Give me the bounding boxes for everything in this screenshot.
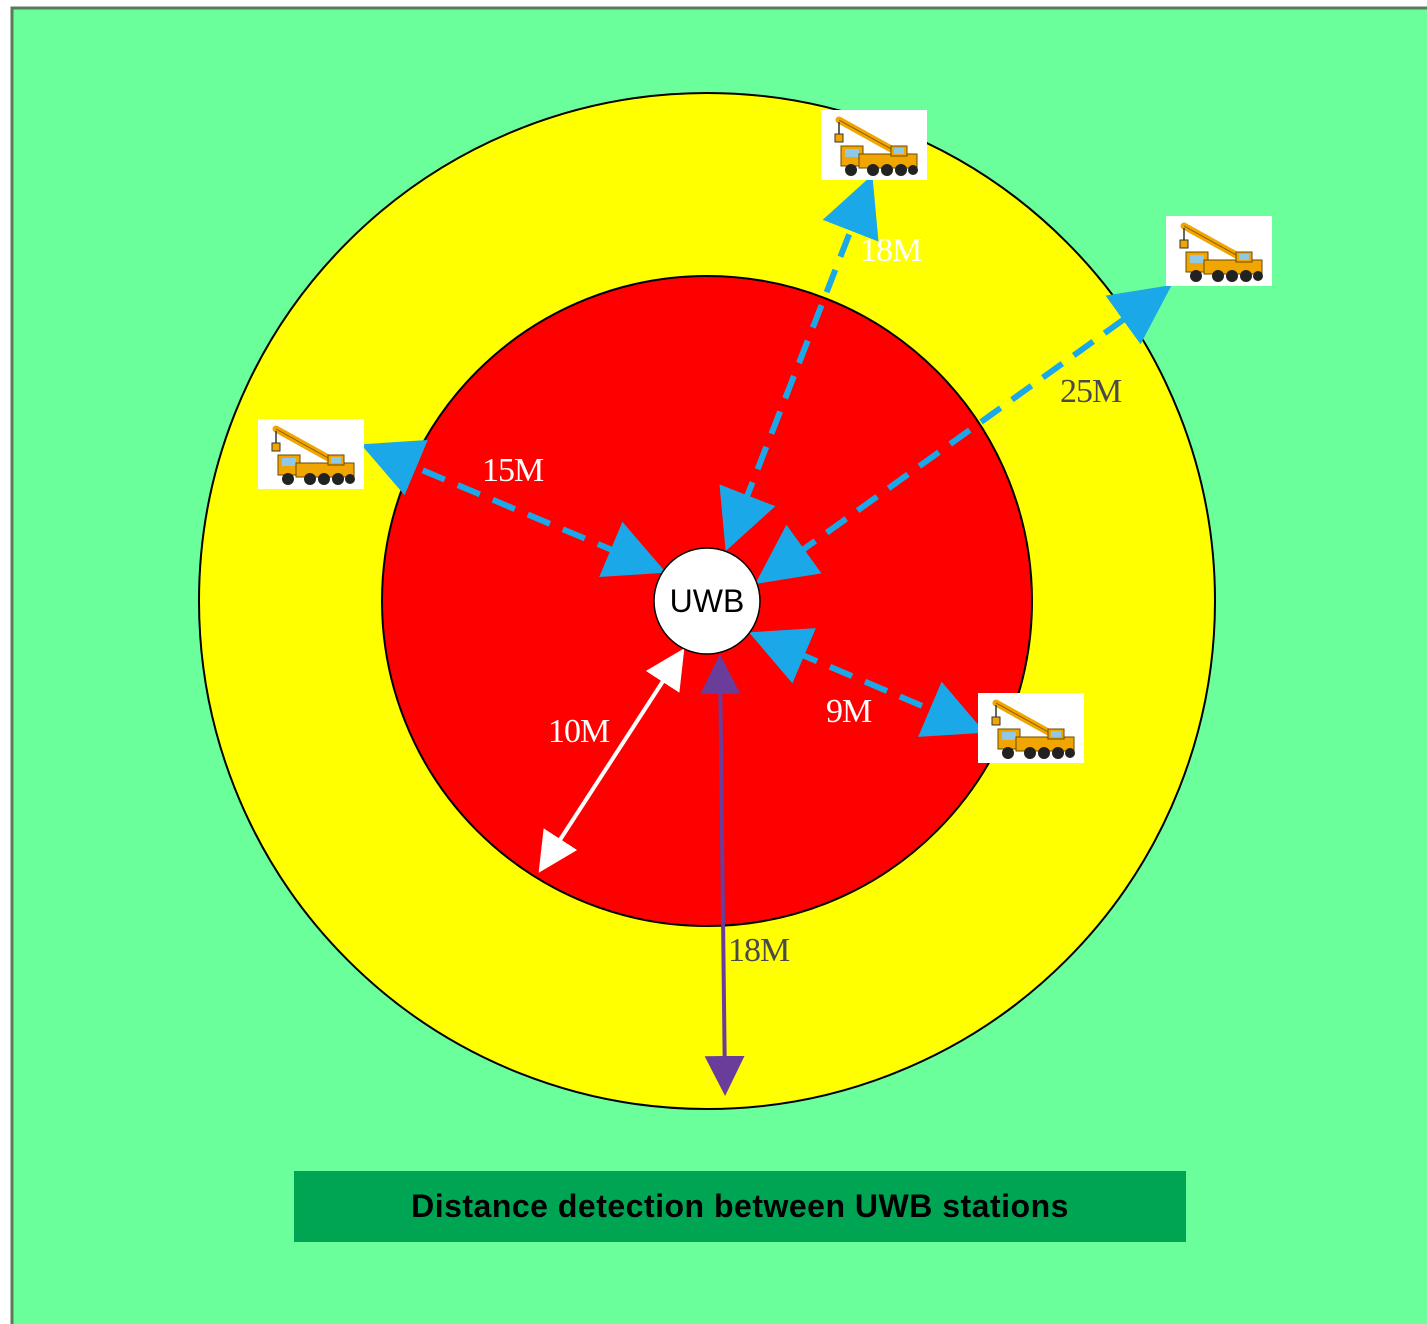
label-inner-radius: 10M <box>548 713 610 750</box>
arrow-to-crane-left <box>360 439 667 578</box>
label-crane-bottom-right: 9M <box>826 693 872 730</box>
crane-truck-icon <box>978 693 1084 763</box>
label-crane-top: 18M <box>860 232 922 269</box>
inner-radius-arrow <box>538 648 685 873</box>
crane-truck-icon <box>821 110 927 180</box>
label-crane-left: 15M <box>482 452 544 489</box>
crane-truck-icon <box>258 419 364 489</box>
caption-banner: Distance detection between UWB stations <box>294 1171 1186 1242</box>
arrow-to-crane-top <box>719 174 879 552</box>
outer-radius-arrow <box>700 654 745 1096</box>
uwb-station-label: UWB <box>670 583 745 619</box>
label-crane-right: 25M <box>1060 373 1122 410</box>
arrow-to-crane-right <box>755 285 1172 584</box>
label-outer-radius: 18M <box>728 932 790 969</box>
uwb-station <box>653 547 761 655</box>
crane-truck-icon <box>1166 216 1272 286</box>
arrow-to-crane-bottom-right <box>748 628 986 737</box>
caption-text: Distance detection between UWB stations <box>411 1188 1069 1224</box>
